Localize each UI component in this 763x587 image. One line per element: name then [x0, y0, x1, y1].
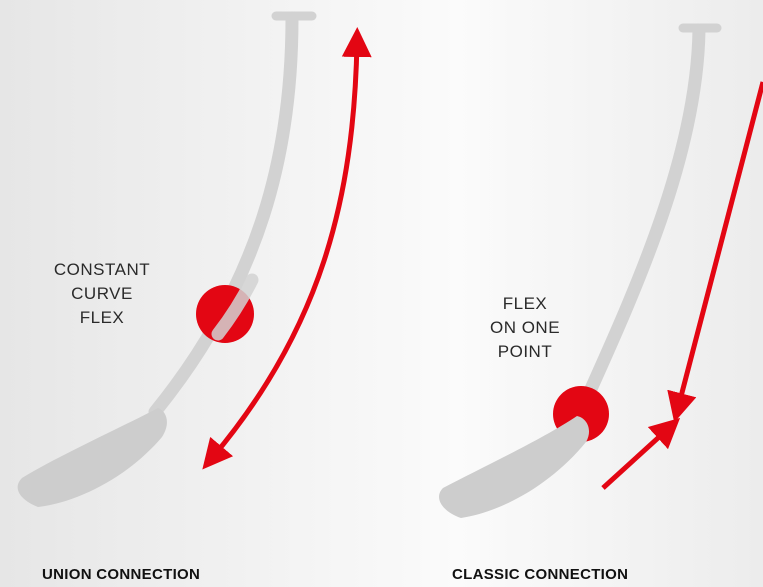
- classic-label-line-2: ON ONE: [489, 318, 561, 337]
- union-paddle-diagram: [17, 11, 372, 507]
- paddle-shaft: [570, 23, 706, 427]
- union-label-line-1: CONSTANT: [53, 260, 151, 279]
- constant-curve-arrow: [202, 27, 372, 470]
- classic-flex-label: FLEX ON ONE POINT: [477, 292, 573, 364]
- downward-force-arrow: [667, 81, 763, 423]
- paddle-blade: [17, 408, 167, 507]
- upward-force-arrow: [601, 417, 681, 490]
- classic-label-line-1: FLEX: [502, 294, 548, 313]
- union-label-line-2: CURVE: [71, 284, 133, 303]
- union-caption: UNION CONNECTION: [42, 566, 201, 583]
- classic-connection-panel: FLEX ON ONE POINT CLASSIC CONNECTION: [381, 0, 763, 587]
- classic-paddle-diagram: [439, 23, 763, 518]
- classic-caption: CLASSIC CONNECTION: [452, 566, 629, 583]
- union-connection-panel: CONSTANT CURVE FLEX UNION CONNECTION: [0, 0, 381, 587]
- union-flex-label: CONSTANT CURVE FLEX: [50, 258, 154, 330]
- classic-label-line-3: POINT: [497, 342, 553, 361]
- paddle-shaft: [148, 11, 299, 419]
- union-label-line-3: FLEX: [79, 308, 125, 327]
- paddle-blade: [439, 416, 590, 518]
